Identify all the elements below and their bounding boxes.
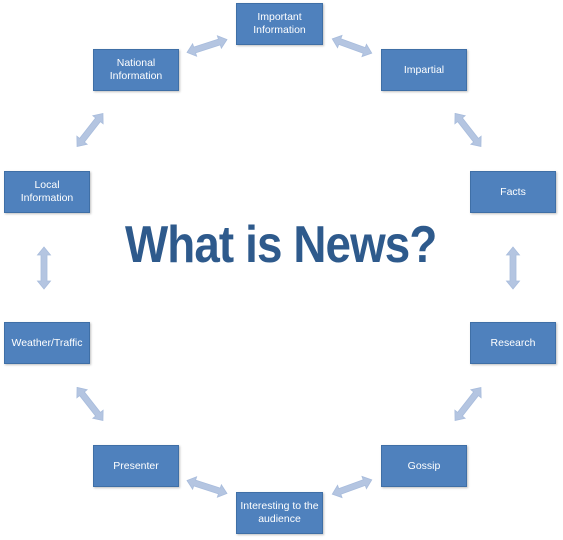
- node-label: National Information: [109, 57, 163, 82]
- node-impartial: Impartial: [381, 49, 467, 91]
- node-label: Local Information: [20, 179, 74, 204]
- node-label: Facts: [500, 185, 526, 198]
- node-national-information: National Information: [93, 49, 179, 91]
- arrow-national-important: [184, 32, 230, 60]
- arrow-presenter-weather: [71, 383, 109, 425]
- node-research: Research: [470, 322, 556, 364]
- node-interesting-to-the-audience: Interesting to the audience: [236, 492, 323, 534]
- node-presenter: Presenter: [93, 445, 179, 487]
- node-weather-traffic: Weather/Traffic: [4, 322, 90, 364]
- node-label: Interesting to the audience: [240, 500, 319, 525]
- node-gossip: Gossip: [381, 445, 467, 487]
- arrow-research-gossip: [449, 383, 487, 425]
- node-facts: Facts: [470, 171, 556, 213]
- arrow-interesting-presenter: [184, 473, 230, 501]
- arrow-impartial-facts: [449, 109, 487, 151]
- node-label: Important Information: [253, 11, 306, 36]
- node-label: Impartial: [403, 63, 445, 76]
- node-label: Weather/Traffic: [11, 336, 83, 349]
- node-label: Gossip: [407, 459, 441, 472]
- arrow-local-national: [71, 109, 109, 151]
- node-local-information: Local Information: [4, 171, 90, 213]
- arrow-important-impartial: [329, 32, 375, 60]
- node-important-information: Important Information: [236, 3, 323, 45]
- node-label: Presenter: [113, 459, 159, 472]
- diagram-title: What is News?: [124, 216, 437, 274]
- node-label: Research: [490, 336, 536, 349]
- arrow-gossip-interesting: [329, 473, 375, 501]
